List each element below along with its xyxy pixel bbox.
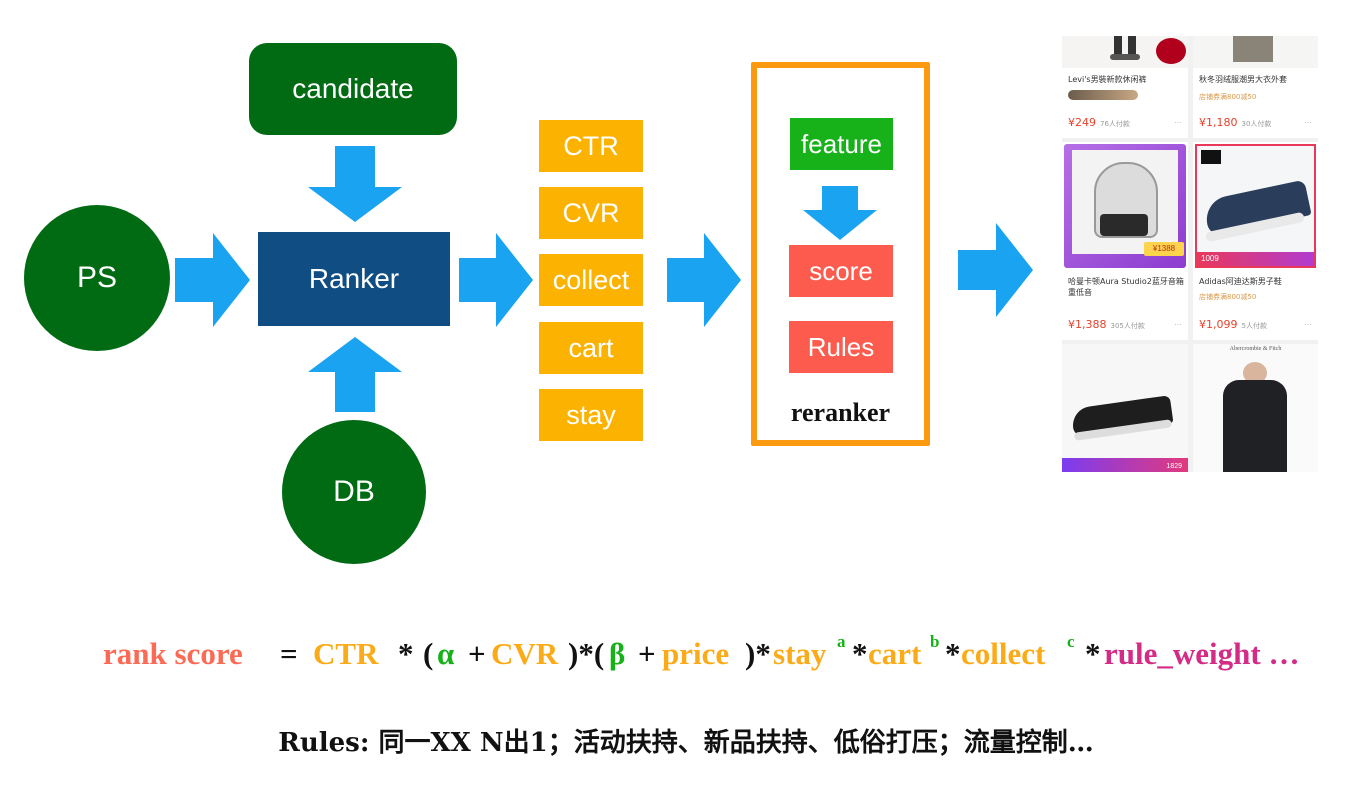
formula-op: * — [1085, 636, 1101, 671]
formula-exp-b: b — [930, 632, 940, 651]
arrow-metrics-to-reranker — [667, 233, 741, 327]
rank-score-formula: rank score = CTR * ( α + CVR )*( β + pri… — [0, 632, 1372, 680]
metric-stay: stay — [539, 389, 643, 441]
formula-op: * — [945, 636, 961, 671]
formula-rank-score: rank score — [103, 636, 243, 671]
product-title: Adidas阿迪达斯男子鞋 — [1199, 277, 1282, 286]
reranker-rules: Rules — [789, 321, 893, 373]
product-image — [1193, 36, 1318, 68]
formula-ctr: CTR — [313, 636, 379, 671]
promo-tag — [1068, 90, 1138, 100]
reranker-feature: feature — [790, 118, 893, 170]
metric-ctr: CTR — [539, 120, 643, 172]
more-icon[interactable]: ··· — [1174, 118, 1182, 127]
metric-cvr: CVR — [539, 187, 643, 239]
formula-collect: collect — [961, 636, 1046, 671]
product-card[interactable]: 1829 — [1062, 344, 1188, 472]
arrow-reranker-to-results — [958, 223, 1033, 317]
formula-op: + — [638, 636, 656, 671]
formula-exp-c: c — [1067, 632, 1075, 651]
formula-cart: cart — [868, 636, 922, 671]
product-image — [1062, 36, 1188, 68]
formula-op: ( — [423, 636, 434, 671]
price-badge: 1009 — [1197, 252, 1314, 266]
product-image: 1009 — [1195, 144, 1316, 268]
more-icon[interactable]: ··· — [1304, 320, 1312, 329]
product-image: ¥1388 — [1064, 144, 1186, 268]
metric-cart: cart — [539, 322, 643, 374]
arrow-feature-to-score — [803, 186, 877, 240]
more-icon[interactable]: ··· — [1174, 320, 1182, 329]
formula-beta: β — [609, 636, 626, 671]
reranker-score: score — [789, 245, 893, 297]
arrow-candidate-to-ranker — [308, 146, 402, 222]
candidate-node: candidate — [249, 43, 457, 135]
price-badge: 1829 — [1166, 463, 1182, 470]
formula-exp-a: a — [837, 632, 846, 651]
product-card[interactable]: Abercrombie & Fitch — [1193, 344, 1318, 472]
formula-rule-weight: rule_weight … — [1104, 636, 1300, 671]
product-image: 1829 — [1062, 344, 1188, 472]
arrow-ps-to-ranker — [175, 233, 250, 327]
product-tag: 店铺券满800减50 — [1199, 293, 1257, 301]
formula-alpha: α — [437, 636, 455, 671]
formula-op: )* — [745, 636, 771, 671]
product-title: 哈曼卡顿Aura Studio2蓝牙音箱重低音 — [1068, 277, 1184, 297]
formula-op: * — [398, 636, 414, 671]
formula-op: * — [852, 636, 868, 671]
formula-price: price — [662, 636, 730, 671]
brand-label: Abercrombie & Fitch — [1229, 346, 1282, 352]
formula-equals: = — [280, 636, 298, 671]
formula-op: + — [468, 636, 486, 671]
formula-op: )*( — [568, 636, 605, 671]
arrow-ranker-to-metrics — [459, 233, 533, 327]
db-node: DB — [282, 420, 426, 564]
adidas-logo-icon — [1201, 150, 1221, 164]
ranker-node: Ranker — [258, 232, 450, 326]
product-tag: 店铺券满800减50 — [1199, 93, 1257, 101]
more-icon[interactable]: ··· — [1304, 118, 1312, 127]
formula-cvr: CVR — [491, 636, 559, 671]
price-badge: ¥1388 — [1144, 242, 1184, 256]
ps-node: PS — [24, 205, 170, 351]
product-title: Levi's男裝新款休闲裤 — [1068, 75, 1147, 84]
metric-collect: collect — [539, 254, 643, 306]
product-image: Abercrombie & Fitch — [1193, 344, 1318, 472]
rules-description: Rules: 同一XX N出1；活动扶持、新品扶持、低俗打压；流量控制… — [278, 728, 1094, 758]
formula-stay: stay — [773, 636, 827, 671]
reranker-container — [751, 62, 930, 446]
reranker-label: reranker — [790, 398, 891, 427]
product-title: 秋冬羽绒服潮男大衣外套 — [1199, 75, 1287, 84]
arrow-db-to-ranker — [308, 337, 402, 412]
